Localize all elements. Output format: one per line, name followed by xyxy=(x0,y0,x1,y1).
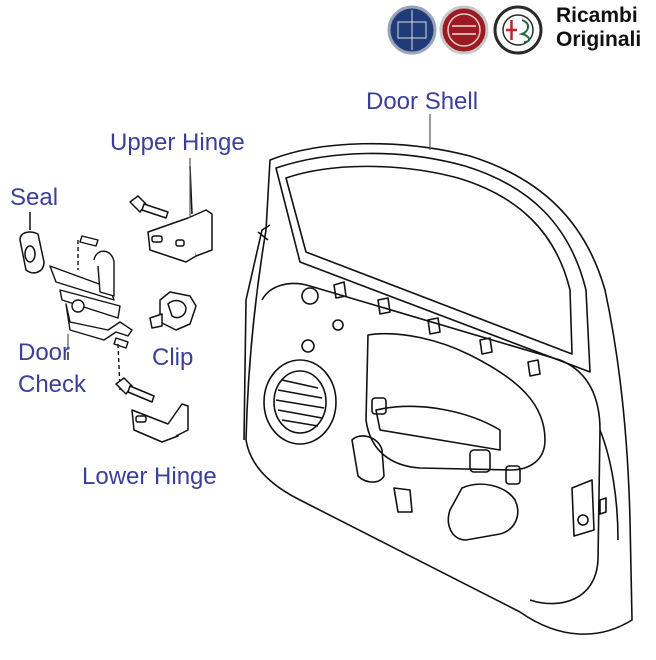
alfa-romeo-logo xyxy=(493,5,543,55)
upper-hinge-label: Upper Hinge xyxy=(110,129,245,156)
brand-logos xyxy=(387,5,543,55)
door-shell-label: Door Shell xyxy=(366,88,479,115)
brand-line2: Originali xyxy=(556,28,642,51)
upper-hinge-part xyxy=(129,165,213,263)
door-check-label-line1: Door xyxy=(18,339,71,366)
clip-label: Clip xyxy=(152,344,194,371)
door-shell xyxy=(243,142,633,635)
lancia-logo xyxy=(387,5,437,55)
clip-part xyxy=(149,291,197,331)
brand-line1: Ricambi xyxy=(556,4,638,27)
lower-hinge-label: Lower Hinge xyxy=(82,463,217,490)
brand-text: Ricambi Originali xyxy=(556,4,641,52)
fiat-logo xyxy=(439,5,489,55)
door-check-label-line2: Check xyxy=(18,371,87,398)
door-check-part xyxy=(49,235,133,391)
seal-label: Seal xyxy=(10,184,59,211)
seal-part xyxy=(19,212,45,274)
lower-hinge-part xyxy=(115,377,189,443)
leader-lines xyxy=(67,114,431,350)
